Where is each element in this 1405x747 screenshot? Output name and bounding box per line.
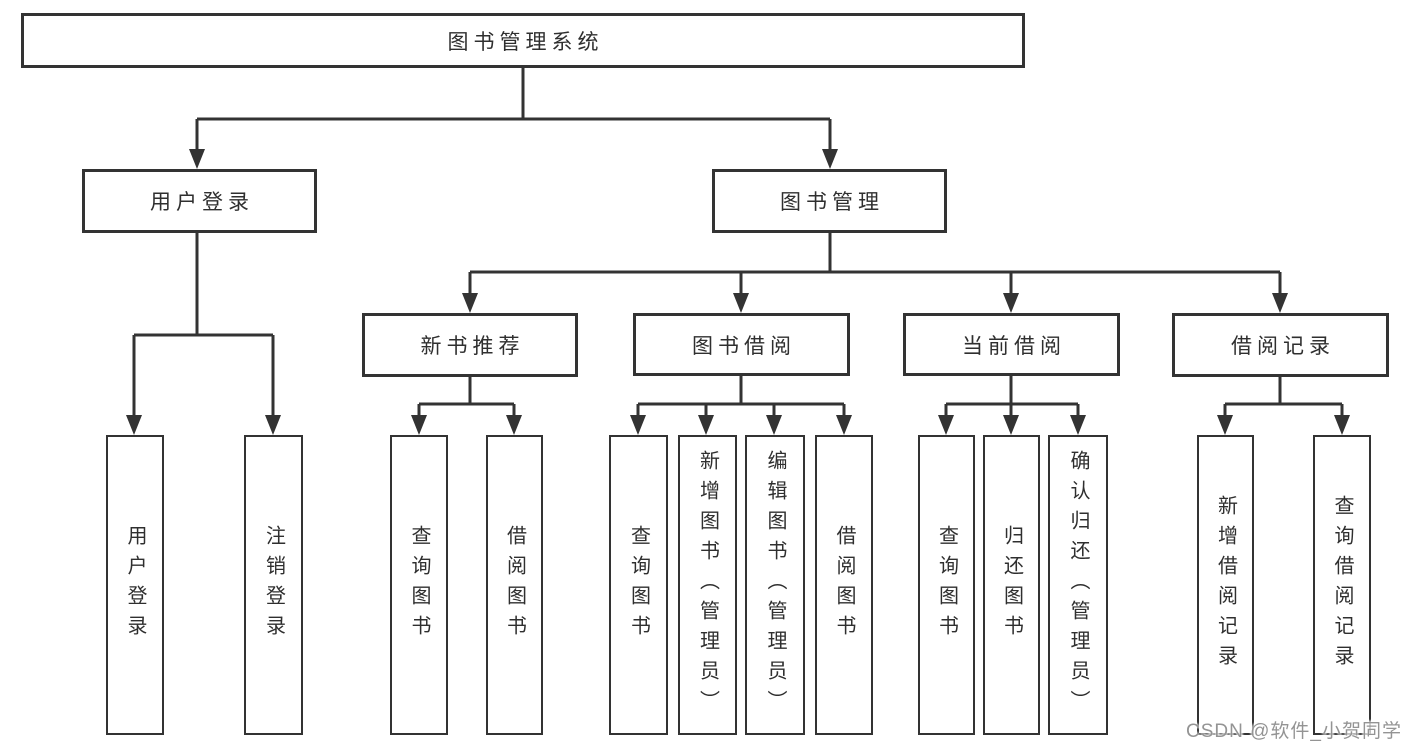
arrowhead-icon <box>698 415 714 435</box>
arrowhead-icon <box>733 293 749 313</box>
node-label: 查询图书 <box>408 525 430 645</box>
leaf-logout: 注销登录 <box>244 435 303 735</box>
connector-lines <box>132 233 275 418</box>
node-label: 确认归还（管理员） <box>1067 450 1089 720</box>
node-current-borrowing: 当前借阅 <box>903 313 1120 376</box>
node-label: 图书管理系统 <box>447 30 604 54</box>
leaf-confirm-return-admin: 确认归还（管理员） <box>1048 435 1108 735</box>
leaf-add-borrow-record: 新增借阅记录 <box>1197 435 1254 735</box>
node-label: 当前借阅 <box>962 334 1066 358</box>
connector-lines <box>468 233 1282 296</box>
csdn-watermark: CSDN @软件_小贺同学 <box>1186 721 1402 742</box>
node-label: 查询借阅记录 <box>1331 495 1353 675</box>
arrowhead-icon <box>836 415 852 435</box>
arrowhead-icon <box>1003 293 1019 313</box>
node-label: 注销登录 <box>262 525 285 645</box>
arrowhead-icon <box>938 415 954 435</box>
node-label: 新增图书（管理员） <box>696 450 719 720</box>
arrowhead-icon <box>630 415 646 435</box>
arrowhead-icon <box>1217 415 1233 435</box>
node-label: 查询图书 <box>935 525 958 645</box>
arrowhead-icon <box>766 415 782 435</box>
node-label: 新增借阅记录 <box>1214 495 1237 675</box>
arrowhead-icon <box>1334 415 1350 435</box>
node-book-borrowing: 图书借阅 <box>633 313 850 376</box>
arrowhead-icon <box>126 415 142 435</box>
arrowhead-icon <box>189 149 205 169</box>
node-borrowing-records: 借阅记录 <box>1172 313 1389 377</box>
connector-lines <box>636 376 846 418</box>
node-label: 图书借阅 <box>692 334 796 358</box>
leaf-borrow-books-recommend: 借阅图书 <box>486 435 543 735</box>
node-library-management-system: 图书管理系统 <box>21 13 1025 68</box>
leaf-query-books-borrowing: 查询图书 <box>609 435 668 735</box>
connector-lines <box>195 67 832 152</box>
leaf-add-books-admin: 新增图书（管理员） <box>678 435 737 735</box>
node-label: 借阅图书 <box>503 525 526 645</box>
node-label: 查询图书 <box>627 525 650 645</box>
leaf-query-books-recommend: 查询图书 <box>390 435 448 735</box>
node-label: 借阅记录 <box>1231 335 1335 358</box>
leaf-user-login: 用户登录 <box>106 435 164 735</box>
arrowhead-icon <box>411 415 427 435</box>
node-label: 用户登录 <box>150 191 254 214</box>
leaf-borrow-books: 借阅图书 <box>815 435 873 735</box>
node-label: 归还图书 <box>1000 525 1023 645</box>
arrowhead-icon <box>462 293 478 313</box>
leaf-edit-books-admin: 编辑图书（管理员） <box>745 435 805 735</box>
arrowhead-icon <box>506 415 522 435</box>
node-label: 用户登录 <box>124 525 146 645</box>
leaf-query-borrow-record: 查询借阅记录 <box>1313 435 1371 735</box>
arrowhead-icon <box>1272 293 1288 313</box>
node-label: 借阅图书 <box>833 525 855 645</box>
leaf-return-books: 归还图书 <box>983 435 1040 735</box>
node-user-login-module: 用户登录 <box>82 169 317 233</box>
connector-lines <box>1223 377 1344 418</box>
arrowhead-icon <box>1070 415 1086 435</box>
node-label: 编辑图书（管理员） <box>764 450 786 720</box>
arrowhead-icon <box>822 149 838 169</box>
node-new-book-recommend: 新书推荐 <box>362 313 578 377</box>
connector-lines <box>417 377 516 418</box>
connector-lines <box>944 376 1080 418</box>
arrowhead-icon <box>1003 415 1019 435</box>
arrowhead-icon <box>265 415 281 435</box>
node-label: 图书管理 <box>780 191 884 214</box>
leaf-query-books-current: 查询图书 <box>918 435 975 735</box>
node-book-management: 图书管理 <box>712 169 947 233</box>
node-label: 新书推荐 <box>420 335 525 358</box>
